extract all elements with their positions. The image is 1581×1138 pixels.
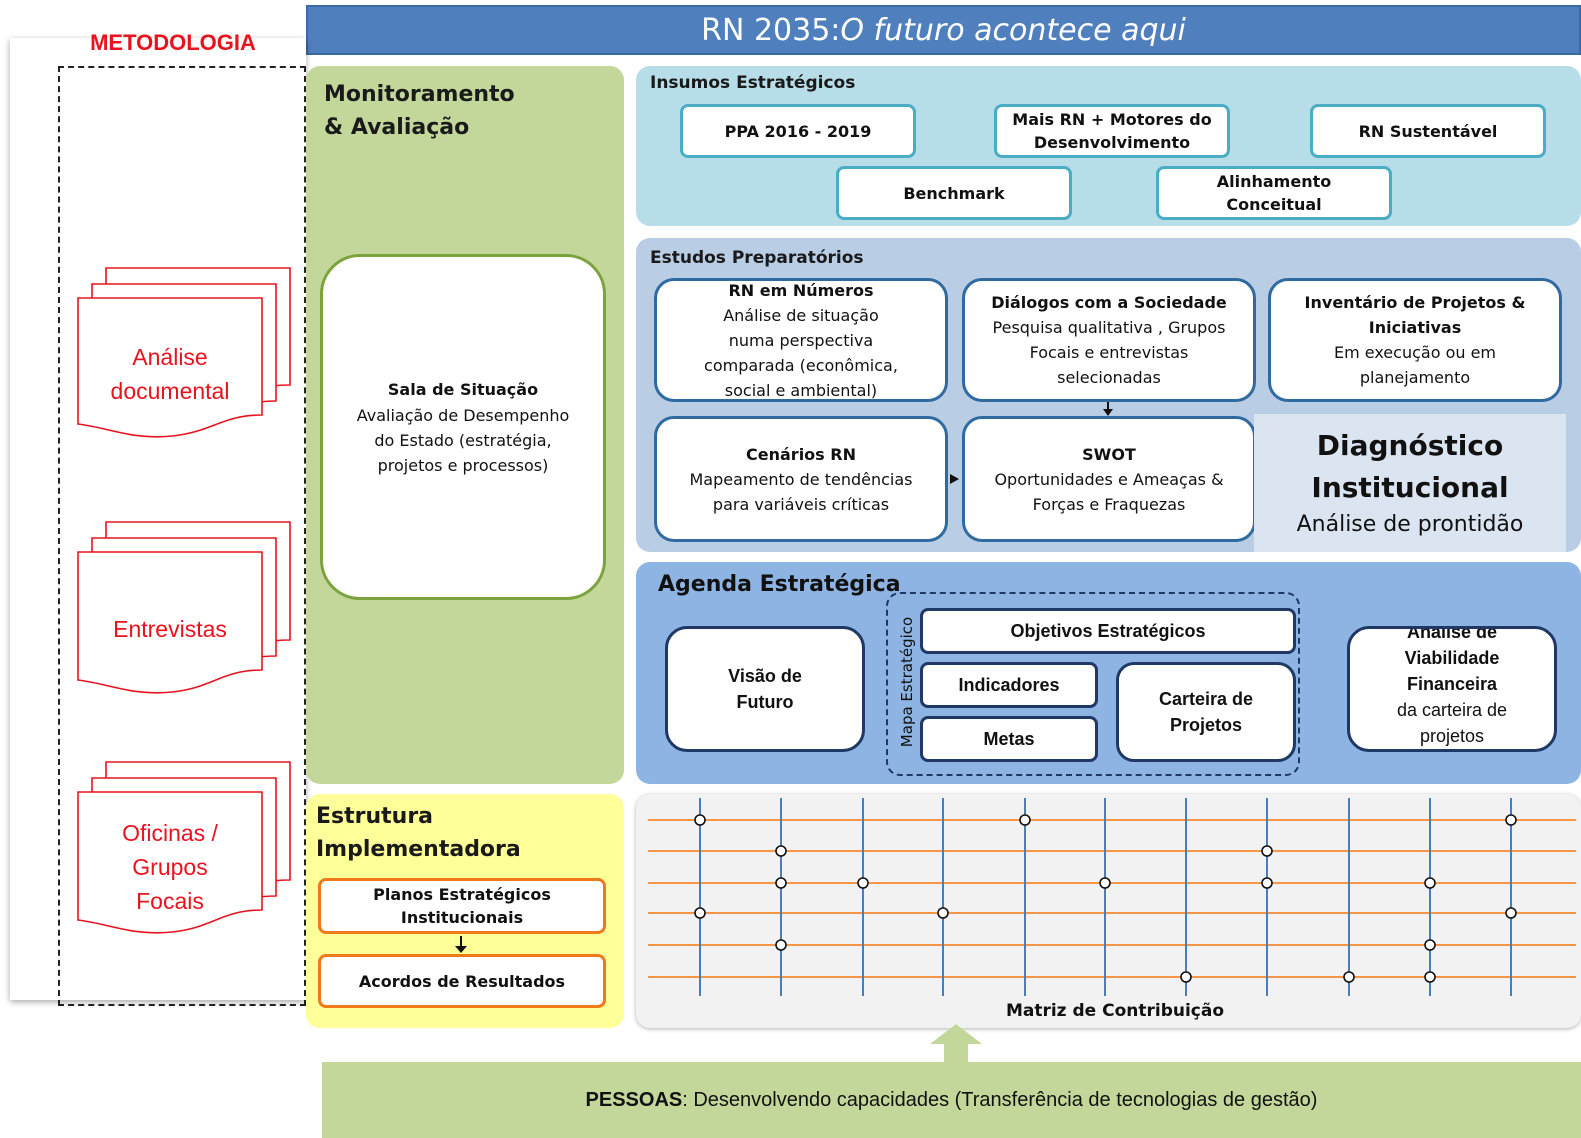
matrix-node	[694, 814, 706, 826]
matrix-node	[775, 939, 787, 951]
doc-label-oficinas: Oficinas / Grupos Focais	[122, 820, 218, 914]
rn-numeros-box: RN em Números Análise de situação numa p…	[654, 278, 948, 402]
indicadores-box: Indicadores	[920, 662, 1098, 708]
estudos-title: Estudos Preparatórios	[650, 248, 864, 268]
diagnostico-box: Diagnóstico Institucional Análise de pro…	[1254, 414, 1566, 552]
matrix-node	[1424, 971, 1436, 983]
planos-to-acordos-arrow	[460, 936, 462, 948]
ppa-box: PPA 2016 - 2019	[680, 104, 916, 158]
mapa-estrategico-label: Mapa Estratégico	[898, 616, 916, 748]
cenarios-to-swot-arrowhead	[950, 474, 959, 484]
objetivos-box: Objetivos Estratégicos	[920, 608, 1296, 654]
visao-futuro-box: Visão de Futuro	[665, 626, 865, 752]
metodologia-dashed-frame	[58, 66, 306, 1006]
metas-box: Metas	[920, 716, 1098, 762]
matrix-node	[1505, 907, 1517, 919]
matriz-grid	[648, 798, 1576, 996]
agenda-title: Agenda Estratégica	[658, 572, 901, 597]
matrix-node	[1180, 971, 1192, 983]
cenarios-box: Cenários RN Mapeamento de tendências par…	[654, 416, 948, 542]
matrix-node	[1505, 814, 1517, 826]
pessoas-bar: PESSOAS: Desenvolvendo capacidades (Tran…	[322, 1062, 1581, 1138]
matrix-node	[937, 907, 949, 919]
matrix-node	[1019, 814, 1031, 826]
matrix-node	[1261, 845, 1273, 857]
document-stack-icons	[77, 267, 291, 934]
swot-box: SWOT Oportunidades e Ameaças & Forças e …	[962, 416, 1256, 542]
matrix-node	[1424, 877, 1436, 889]
inventario-box: Inventário de Projetos & Iniciativas Em …	[1268, 278, 1562, 402]
banner-title-italic: O futuro acontece aqui	[840, 12, 1186, 48]
matriz-panel	[636, 794, 1581, 1028]
sala-title: Sala de Situação	[387, 379, 539, 399]
pessoas-arrow-stem	[944, 1043, 968, 1063]
document-stack-analise-icon	[77, 267, 291, 438]
estrutura-title: Estrutura Implementadora	[316, 804, 521, 862]
planos-arrowhead	[455, 946, 467, 953]
document-stack-oficinas-icon	[77, 761, 291, 934]
mapa-estrategico-frame	[886, 592, 1300, 776]
dialogos-arrowhead	[1103, 409, 1113, 416]
dialogos-box: Diálogos com a Sociedade Pesquisa qualit…	[962, 278, 1256, 402]
doc-label-entrevistas: Entrevistas	[113, 616, 227, 642]
sala-de-situacao-box: Sala de Situação Avaliação de Desempenho…	[320, 254, 606, 600]
matrix-node	[775, 845, 787, 857]
matrix-node	[694, 907, 706, 919]
metodologia-title: METODOLOGIA	[90, 30, 256, 55]
banner-title: RN 2035:	[701, 12, 841, 48]
matrix-node	[1424, 939, 1436, 951]
title-banner: RN 2035: O futuro acontece aqui	[306, 5, 1581, 55]
pessoas-arrow-head	[930, 1024, 982, 1044]
sala-text: Avaliação de Desempenho do Estado (estra…	[356, 405, 570, 475]
matriz-label: Matriz de Contribuição	[950, 1001, 1280, 1021]
pessoas-bold: PESSOAS	[585, 1088, 683, 1111]
matrix-node	[857, 877, 869, 889]
insumos-title: Insumos Estratégicos	[650, 73, 856, 93]
rn-sustentavel-box: RN Sustentável	[1310, 104, 1546, 158]
dialogos-to-swot-arrow	[1107, 402, 1109, 410]
carteira-box: Carteira de Projetos	[1116, 662, 1296, 762]
mais-rn-box: Mais RN + Motores do Desenvolvimento	[994, 104, 1230, 158]
matrix-node	[1099, 877, 1111, 889]
doc-label-analise: Análise documental	[110, 344, 230, 404]
acordos-resultados-box: Acordos de Resultados	[318, 954, 606, 1008]
matrix-node	[1343, 971, 1355, 983]
pessoas-text: : Desenvolvendo capacidades (Transferênc…	[682, 1088, 1318, 1111]
monitoramento-title: Monitoramento & Avaliação	[324, 82, 515, 140]
planos-estrategicos-box: Planos Estratégicos Institucionais	[318, 878, 606, 934]
alinhamento-box: Alinhamento Conceitual	[1156, 166, 1392, 220]
document-stack-entrevistas-icon	[77, 521, 291, 694]
matrix-node	[1261, 877, 1273, 889]
benchmark-box: Benchmark	[836, 166, 1072, 220]
analise-viabilidade-box: Análise de Viabilidade Financeira da car…	[1347, 626, 1557, 752]
matrix-node	[775, 877, 787, 889]
